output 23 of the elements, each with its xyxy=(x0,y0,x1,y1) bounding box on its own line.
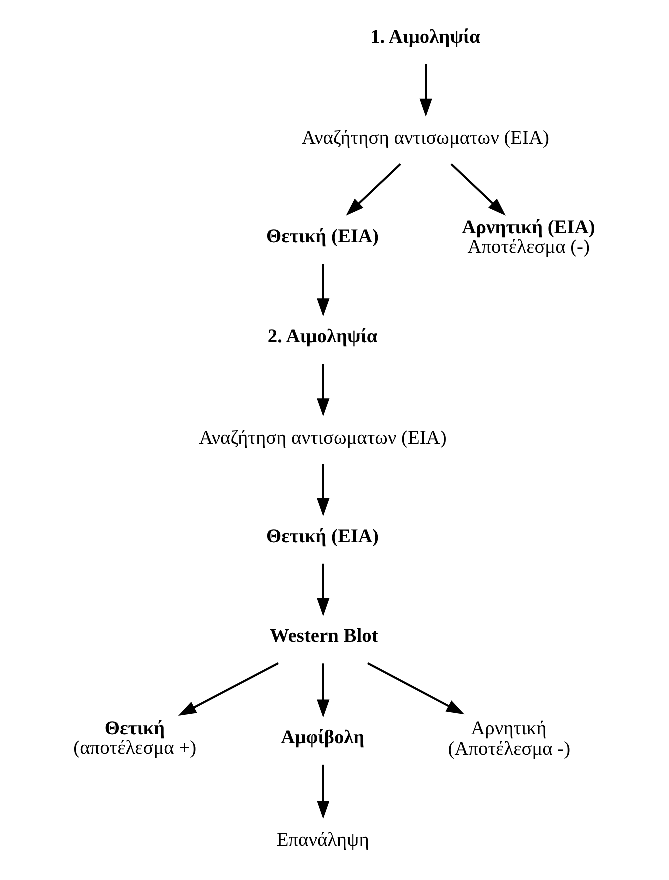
node-text: Θετική (αποτέλεσμα +) xyxy=(74,718,197,759)
arrow xyxy=(420,64,432,117)
arrow xyxy=(317,264,330,317)
arrow xyxy=(317,364,330,417)
arrow xyxy=(450,164,506,216)
arrow xyxy=(178,662,280,716)
node-text: 2. Αιμοληψία xyxy=(268,326,378,348)
arrow xyxy=(317,664,330,718)
node-text: Αμφίβολη xyxy=(281,727,365,748)
arrow xyxy=(317,764,330,820)
arrow xyxy=(346,164,402,216)
node-text: Αναζήτηση αντισωματων (EIA) xyxy=(199,428,447,449)
node-text: Αρνητική (Αποτέλεσμα -) xyxy=(448,718,571,760)
node-text: Θετική (EIA) xyxy=(266,226,379,248)
node-text: 1. Αιμοληψία xyxy=(370,26,480,48)
node-text: Western Blot xyxy=(270,626,378,648)
arrow xyxy=(367,662,465,715)
node-text: Αναζήτηση αντισωματων (EIA) xyxy=(302,128,550,150)
arrow xyxy=(317,564,330,616)
node-text: Θετική (EIA) xyxy=(266,526,379,548)
arrow xyxy=(317,464,330,517)
node-text: Αρνητική (EIA) Αποτέλεσμα (-) xyxy=(462,218,596,258)
node-text: Επανάληψη xyxy=(276,830,370,852)
